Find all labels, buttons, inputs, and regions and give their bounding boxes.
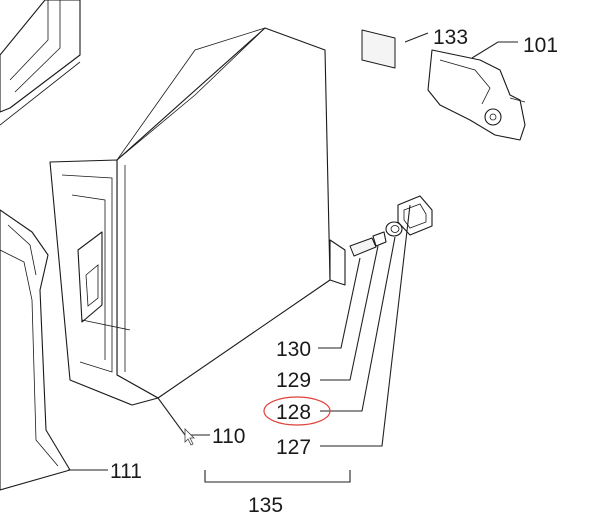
leader-101	[471, 41, 518, 59]
seal-ring-128	[385, 221, 403, 237]
callout-130: 130	[276, 338, 311, 361]
callout-135: 135	[248, 494, 283, 517]
housing-fragment-top-left	[0, 0, 81, 126]
plate-127	[397, 195, 433, 236]
callout-labels: 133 101 130 129 128 127 110 111 135	[110, 26, 558, 517]
bracket-101	[427, 49, 526, 141]
leader-130	[318, 257, 361, 349]
callout-111: 111	[110, 460, 142, 483]
cursor-arrow-icon	[184, 428, 195, 446]
bracket-135	[204, 470, 351, 483]
leader-129	[320, 245, 379, 381]
callout-133: 133	[433, 26, 468, 49]
leader-127	[320, 204, 411, 447]
highlight-128-ellipse	[263, 396, 331, 426]
callout-129: 129	[276, 369, 311, 392]
leader-lines	[68, 32, 518, 483]
clip-129	[372, 231, 387, 247]
callout-128: 128	[276, 401, 311, 424]
leader-110	[157, 397, 210, 436]
callout-127: 127	[276, 436, 311, 459]
callout-110: 110	[212, 425, 245, 448]
spring-130	[349, 237, 377, 257]
cover-plate-133	[361, 29, 396, 69]
base-part-111	[0, 209, 71, 491]
callout-101: 101	[523, 34, 558, 57]
leader-128	[320, 236, 396, 412]
leader-133	[404, 32, 429, 43]
water-tank-110	[49, 27, 346, 406]
